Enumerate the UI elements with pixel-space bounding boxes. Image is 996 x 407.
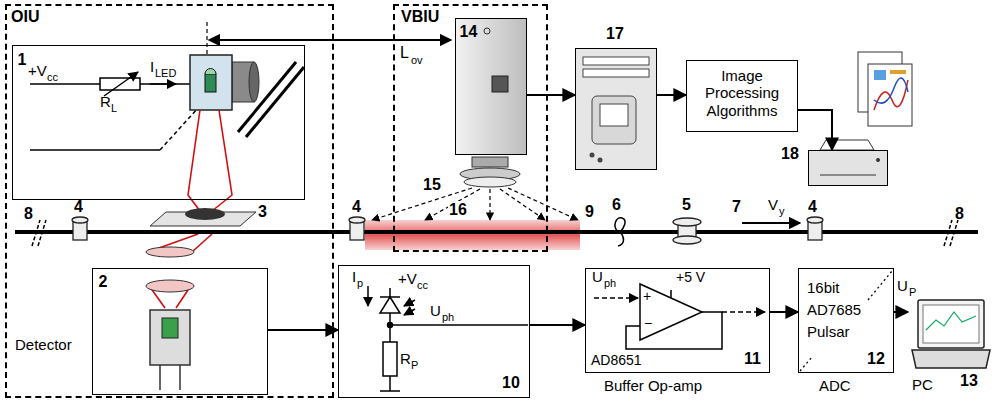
camera-body: 14 xyxy=(455,18,527,155)
mirror xyxy=(238,62,304,137)
callout-number: 4 xyxy=(352,198,361,216)
callout-number: 3 xyxy=(258,203,267,221)
sample xyxy=(150,208,256,226)
documents xyxy=(858,52,912,126)
callout-number: 17 xyxy=(606,25,624,43)
node-text: Image Processing Algorithms xyxy=(693,67,791,119)
callout-number: 18 xyxy=(781,145,799,163)
callout-number: 2 xyxy=(99,273,108,291)
part-name: Detector xyxy=(15,336,72,353)
supply-label: +V xyxy=(28,62,47,79)
callout-number: 8 xyxy=(24,205,33,223)
light-beam xyxy=(148,110,232,308)
callout-number: 4 xyxy=(74,198,83,216)
led-source xyxy=(190,55,259,110)
resistor-label: R xyxy=(100,93,111,110)
resistor-label: R xyxy=(400,350,411,367)
signal-arrow xyxy=(527,94,576,96)
callout-number: 5 xyxy=(682,196,691,214)
conveyor-belt xyxy=(15,220,978,246)
signal-arrow xyxy=(894,311,908,313)
symbol-letter: L xyxy=(400,44,409,62)
signal-arrow xyxy=(530,324,585,326)
motion-arrow xyxy=(742,222,800,224)
illumination-box: 1 xyxy=(12,45,305,200)
callout-number: 16 xyxy=(448,201,468,219)
node-text: PC xyxy=(912,376,933,393)
callout-number: 4 xyxy=(808,198,817,216)
callout-number: 12 xyxy=(867,350,885,368)
subscript: LED xyxy=(155,67,176,80)
callout-number: 11 xyxy=(744,350,761,368)
subscript: p xyxy=(357,277,363,290)
callout-number: 14 xyxy=(460,23,478,41)
supply-label: +V xyxy=(398,270,417,287)
laptop xyxy=(912,300,990,368)
callout-number: 9 xyxy=(585,203,594,221)
buffer-box: AD865111Buffer Op-amp xyxy=(585,268,770,373)
callout-number: 13 xyxy=(960,372,978,390)
illuminated-area xyxy=(365,220,580,250)
computer-tower: 17 xyxy=(575,48,657,170)
op-amp xyxy=(594,284,765,349)
signal-name: U xyxy=(430,302,441,319)
callout-number: 7 xyxy=(732,198,741,216)
callout-number: OIU xyxy=(11,8,39,26)
node-text: AD8651 xyxy=(591,352,642,368)
subscript: cc xyxy=(47,71,58,84)
signal-arrow xyxy=(657,94,686,96)
laptop-frame: PC 13 xyxy=(908,298,990,398)
subscript: L xyxy=(111,102,117,115)
current-label: I xyxy=(150,58,154,75)
adc-box: 16bit AD7685 Pulsar12ADC xyxy=(798,268,894,373)
subscript: P xyxy=(909,286,916,299)
signal-arrow xyxy=(770,311,798,313)
callout-number: 6 xyxy=(612,196,621,214)
unit-frame: VBIU 14 xyxy=(393,4,548,252)
printer-body: 18 xyxy=(808,150,888,186)
current-label: I xyxy=(352,268,356,285)
subscript: ph xyxy=(604,277,616,290)
detector-lens xyxy=(146,247,194,257)
callout-number: 15 xyxy=(423,176,441,194)
callout-number: 8 xyxy=(955,205,964,223)
process-box: Image Processing Algorithms xyxy=(686,60,798,132)
callout-number: 10 xyxy=(502,374,520,392)
adc-divider xyxy=(800,271,892,371)
node-text: Buffer Op-amp xyxy=(604,377,702,394)
signal-arrow xyxy=(798,110,832,150)
velocity-label: V xyxy=(768,196,778,213)
view-rays xyxy=(372,188,578,220)
signal-arrow xyxy=(268,329,339,331)
subscript: y xyxy=(779,205,785,218)
callout-number: VBIU xyxy=(401,8,439,26)
signal-name: U xyxy=(592,268,603,285)
supply-label: +5 V xyxy=(676,269,705,285)
node-text: ADC xyxy=(819,377,851,394)
roller xyxy=(72,217,823,244)
led-circuit xyxy=(30,72,198,150)
signal-name: U xyxy=(897,277,908,294)
subscript: ph xyxy=(442,311,454,324)
circuit-box: 10 xyxy=(338,265,530,398)
computer xyxy=(575,48,657,170)
distance-arrow xyxy=(207,22,451,54)
detector-box: 2 xyxy=(92,268,268,395)
photodetector xyxy=(146,280,194,390)
pin-sign: − xyxy=(644,315,652,331)
printer xyxy=(808,140,888,186)
pin-sign: + xyxy=(643,288,651,304)
subscript: cc xyxy=(417,279,428,292)
node-text: 16bit AD7685 Pulsar xyxy=(807,277,875,342)
subscript: P xyxy=(411,359,418,372)
subscript: ov xyxy=(411,54,423,67)
guide xyxy=(615,218,625,246)
callout-number: 1 xyxy=(18,51,27,69)
camera xyxy=(455,18,527,187)
photodiode-circuit xyxy=(368,286,528,391)
unit-frame: OIU 1 2 xyxy=(5,4,334,398)
